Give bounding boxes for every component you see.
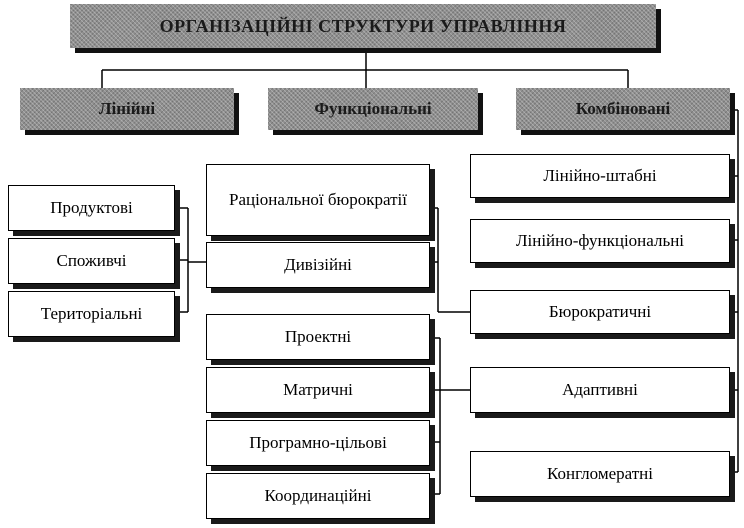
node-conglomerate: Конгломератні (470, 451, 730, 497)
node-matrix: Матричні (206, 367, 430, 413)
node-program-target: Програмно-цільові (206, 420, 430, 466)
node-adaptive: Адаптивні (470, 367, 730, 413)
node-territorial: Територіальні (8, 291, 175, 337)
node-project: Проектні (206, 314, 430, 360)
node-consumer: Споживчі (8, 238, 175, 284)
node-product: Продуктові (8, 185, 175, 231)
node-line-functional: Лінійно-функціональні (470, 219, 730, 263)
node-bureaucratic: Бюрократичні (470, 290, 730, 334)
node-coordination: Координаційні (206, 473, 430, 519)
diagram-title: ОРГАНІЗАЦІЙНІ СТРУКТУРИ УПРАВЛІННЯ (70, 4, 656, 48)
node-line-staff: Лінійно-штабні (470, 154, 730, 198)
category-functional: Функціональні (268, 88, 478, 130)
node-divisional: Дивізійні (206, 242, 430, 288)
node-rational-bureaucracy-label: Раціональної бюрократії (228, 190, 407, 210)
node-rational-bureaucracy: Раціональної бюрократії (206, 164, 430, 236)
category-linear: Лінійні (20, 88, 234, 130)
category-combined: Комбіновані (516, 88, 730, 130)
